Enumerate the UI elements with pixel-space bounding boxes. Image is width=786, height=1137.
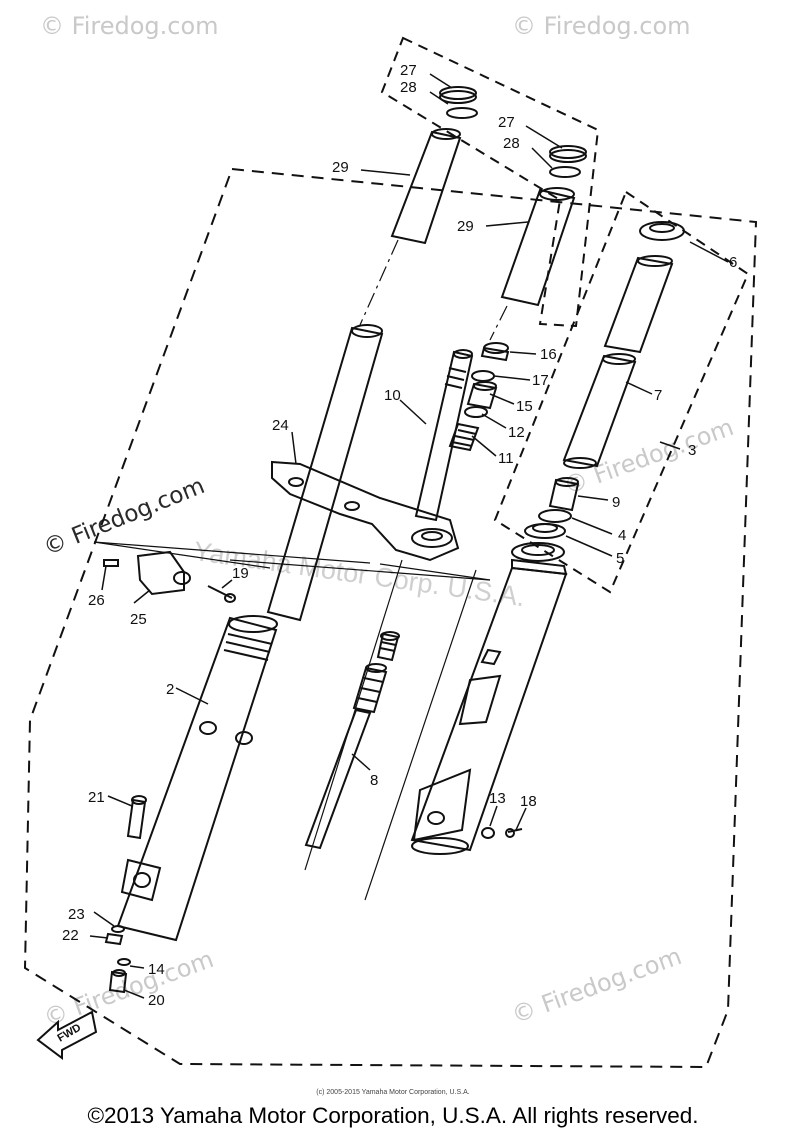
callout-26: 26 bbox=[88, 592, 105, 609]
small-copyright-line: (c) 2005-2015 Yamaha Motor Corporation, … bbox=[316, 1089, 470, 1096]
callout-12: 12 bbox=[508, 424, 525, 441]
callout-28: 28 bbox=[503, 135, 520, 152]
callout-21: 21 bbox=[88, 789, 105, 806]
callout-13: 13 bbox=[489, 790, 506, 807]
callout-9: 9 bbox=[612, 494, 620, 511]
callout-7: 7 bbox=[654, 387, 662, 404]
callout-28: 28 bbox=[400, 79, 417, 96]
callout-8: 8 bbox=[370, 772, 378, 789]
callout-18: 18 bbox=[520, 793, 537, 810]
callout-3: 3 bbox=[688, 442, 696, 459]
outer-dashed-frame bbox=[23, 167, 758, 1069]
callout-27: 27 bbox=[498, 114, 515, 131]
callout-22: 22 bbox=[62, 927, 79, 944]
callout-6: 6 bbox=[729, 254, 737, 271]
callout-17: 17 bbox=[532, 372, 549, 389]
callout-10: 10 bbox=[384, 387, 401, 404]
callout-2: 2 bbox=[166, 681, 174, 698]
callout-20: 20 bbox=[148, 992, 165, 1009]
fwd-arrow-icon: FWD bbox=[36, 1010, 98, 1060]
callout-25: 25 bbox=[130, 611, 147, 628]
watermark-top-right: © Firedog.com bbox=[512, 12, 691, 40]
watermark-top-left: © Firedog.com bbox=[40, 12, 219, 40]
callout-29: 29 bbox=[457, 218, 474, 235]
callout-15: 15 bbox=[516, 398, 533, 415]
callout-14: 14 bbox=[148, 961, 165, 978]
callout-24: 24 bbox=[272, 417, 289, 434]
right-dashed-frame bbox=[493, 190, 750, 594]
callout-16: 16 bbox=[540, 346, 557, 363]
callout-29: 29 bbox=[332, 159, 349, 176]
callout-27: 27 bbox=[400, 62, 417, 79]
footer-copyright: ©2013 Yamaha Motor Corporation, U.S.A. A… bbox=[87, 1103, 699, 1128]
callout-5: 5 bbox=[616, 550, 624, 567]
callout-19: 19 bbox=[232, 565, 249, 582]
callout-4: 4 bbox=[618, 527, 626, 544]
callout-23: 23 bbox=[68, 906, 85, 923]
callout-labels: 27 28 27 28 29 29 6 16 17 15 12 11 7 3 1… bbox=[62, 62, 737, 1009]
top-dashed-frame bbox=[380, 36, 600, 328]
callout-11: 11 bbox=[498, 450, 514, 467]
